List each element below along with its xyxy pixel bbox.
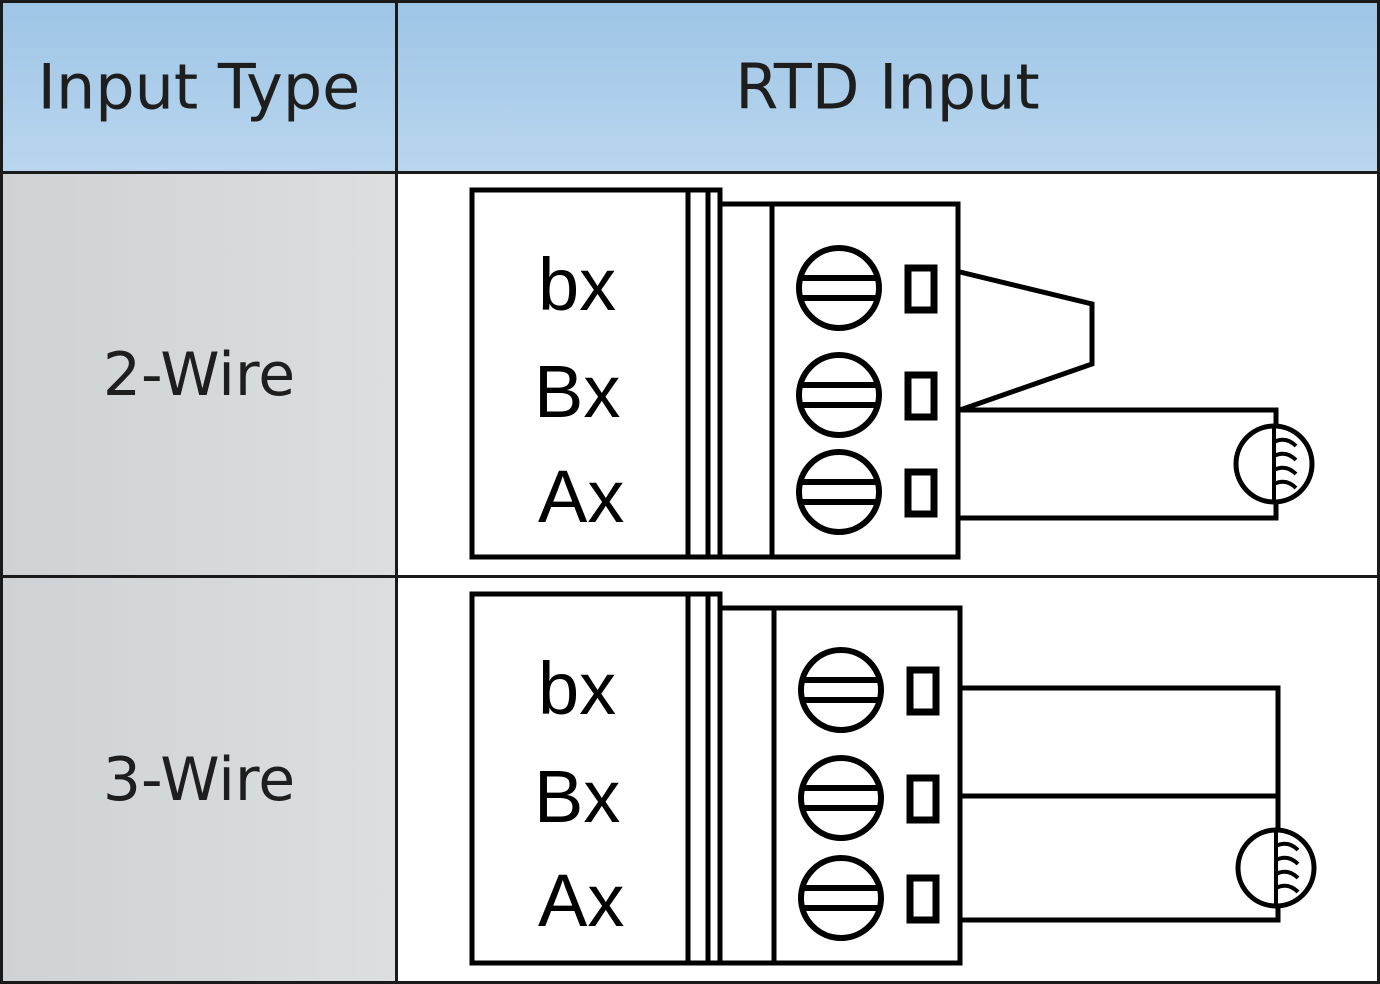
terminal-label-bx: bx — [538, 243, 616, 326]
screw-terminal-bx — [798, 647, 940, 733]
screw-terminal-Bx — [798, 755, 940, 841]
screw-terminal-Ax — [798, 855, 940, 941]
terminal-label-Ax: Ax — [538, 859, 624, 942]
header-rtd-input-label: RTD Input — [735, 50, 1040, 124]
connector-divider — [685, 187, 723, 560]
row-3wire-label: 3-Wire — [102, 744, 296, 815]
header-rtd-input: RTD Input — [398, 0, 1380, 174]
header-input-type-label: Input Type — [37, 50, 361, 124]
header-input-type: Input Type — [0, 0, 398, 174]
terminal-block — [771, 605, 963, 966]
three-wire-wiring — [962, 685, 1281, 923]
connector-plug — [717, 201, 775, 560]
three-wire-diagram: bx Bx Ax — [469, 591, 1317, 966]
two-wire-diagram: bx Bx Ax — [469, 187, 1315, 560]
row-2wire-label: 2-Wire — [102, 339, 296, 410]
connector-divider — [685, 591, 723, 966]
terminal-label-Ax: Ax — [538, 455, 624, 538]
row-2wire-type: 2-Wire — [0, 174, 398, 578]
connector-plug — [717, 605, 777, 966]
screw-terminal-Ax — [796, 449, 938, 535]
row-2wire-diagram: bx Bx Ax — [398, 174, 1380, 578]
screw-terminal-Bx — [796, 352, 938, 438]
screw-terminal-bx — [796, 245, 938, 331]
two-wire-wiring — [959, 269, 1279, 521]
terminal-label-Bx: Bx — [534, 755, 620, 838]
rtd-sensor-icon — [1233, 423, 1315, 505]
terminal-label-bx: bx — [538, 647, 616, 730]
row-3wire-type: 3-Wire — [0, 578, 398, 984]
rtd-sensor-icon — [1235, 827, 1317, 909]
terminal-label-Bx: Bx — [534, 350, 620, 433]
terminal-block — [769, 201, 961, 560]
row-3wire-diagram: bx Bx Ax — [398, 578, 1380, 984]
